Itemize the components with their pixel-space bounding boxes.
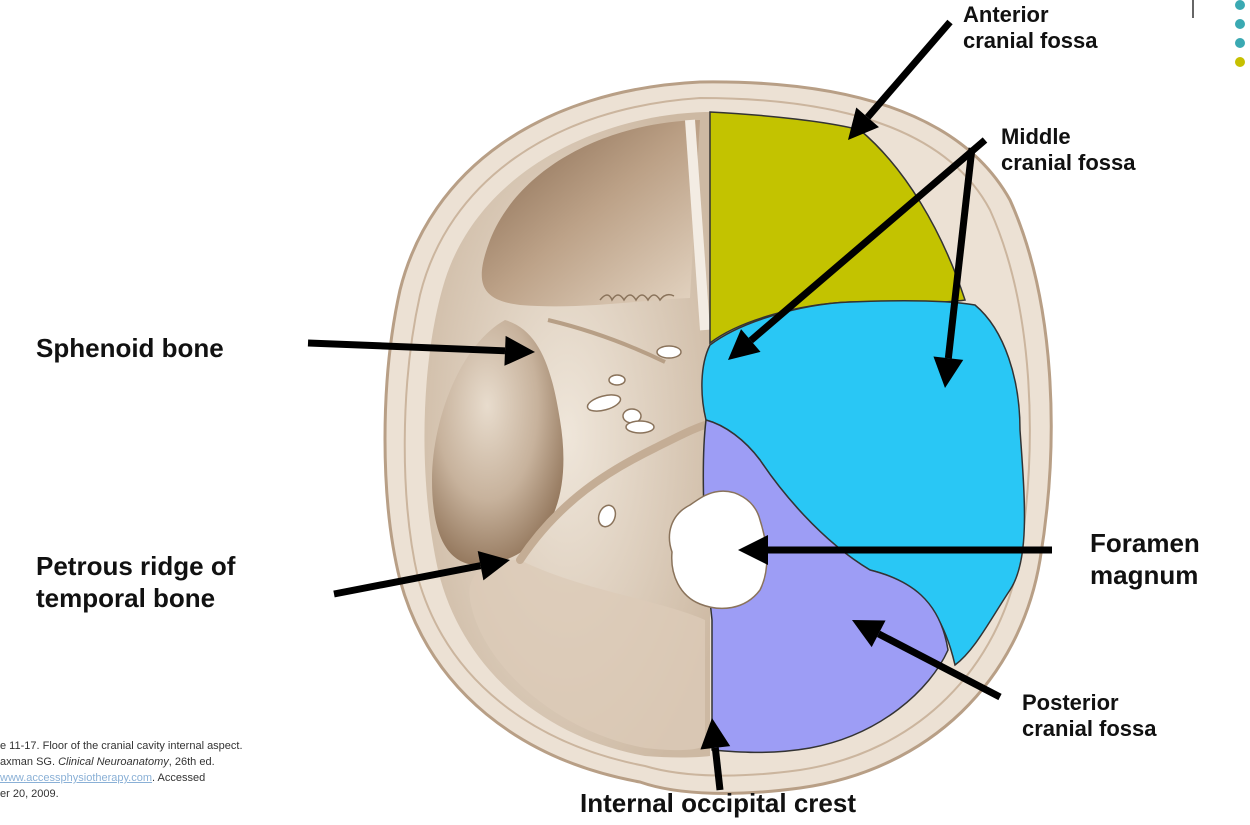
- anterior-cranial-fossa-label: Anterior cranial fossa: [963, 2, 1098, 55]
- bullet-dot: [1235, 57, 1245, 67]
- label-line: magnum: [1090, 559, 1200, 591]
- foramen-small: [626, 421, 654, 433]
- foramen-magnum-label: Foramen magnum: [1090, 527, 1200, 591]
- sphenoid-bone-label: Sphenoid bone: [36, 333, 224, 364]
- bullet-dot: [1235, 19, 1245, 29]
- label-line: Posterior: [1022, 690, 1157, 716]
- caption-line: e 11-17. Floor of the cranial cavity int…: [0, 738, 430, 754]
- label-line: temporal bone: [36, 582, 235, 614]
- foramen-small: [609, 375, 625, 385]
- caption-line: er 20, 2009.: [0, 786, 430, 802]
- middle-cranial-fossa-label: Middle cranial fossa: [1001, 124, 1136, 177]
- caption-book-title: Clinical Neuroanatomy: [58, 756, 169, 768]
- label-line: Foramen: [1090, 527, 1200, 559]
- caption-text: axman SG.: [0, 756, 58, 768]
- label-line: cranial fossa: [1022, 716, 1157, 742]
- arrow-anterior-shaft: [868, 22, 950, 117]
- label-line: Petrous ridge of: [36, 550, 235, 582]
- internal-occipital-crest-label: Internal occipital crest: [580, 788, 856, 819]
- label-line: cranial fossa: [1001, 150, 1136, 176]
- foramen-small: [657, 346, 681, 358]
- petrous-ridge-label: Petrous ridge of temporal bone: [36, 550, 235, 614]
- caption-text: . Accessed: [152, 772, 205, 784]
- bullet-dot: [1235, 38, 1245, 48]
- caption-line: axman SG. Clinical Neuroanatomy, 26th ed…: [0, 754, 430, 770]
- bullet-list-fragment: [1193, 0, 1245, 67]
- skull-illustration: [385, 82, 1051, 793]
- label-line: Anterior: [963, 2, 1098, 28]
- label-line: Internal occipital crest: [580, 788, 856, 819]
- caption-line: www.accessphysiotherapy.com. Accessed: [0, 770, 430, 786]
- caption-link[interactable]: www.accessphysiotherapy.com: [0, 772, 152, 784]
- label-line: cranial fossa: [963, 28, 1098, 54]
- figure-caption: e 11-17. Floor of the cranial cavity int…: [0, 738, 430, 802]
- bullet-dot: [1235, 0, 1245, 10]
- label-line: Middle: [1001, 124, 1136, 150]
- caption-text: , 26th ed.: [169, 756, 215, 768]
- label-line: Sphenoid bone: [36, 333, 224, 364]
- posterior-cranial-fossa-label: Posterior cranial fossa: [1022, 690, 1157, 743]
- arrow-occipital-shaft: [715, 748, 720, 790]
